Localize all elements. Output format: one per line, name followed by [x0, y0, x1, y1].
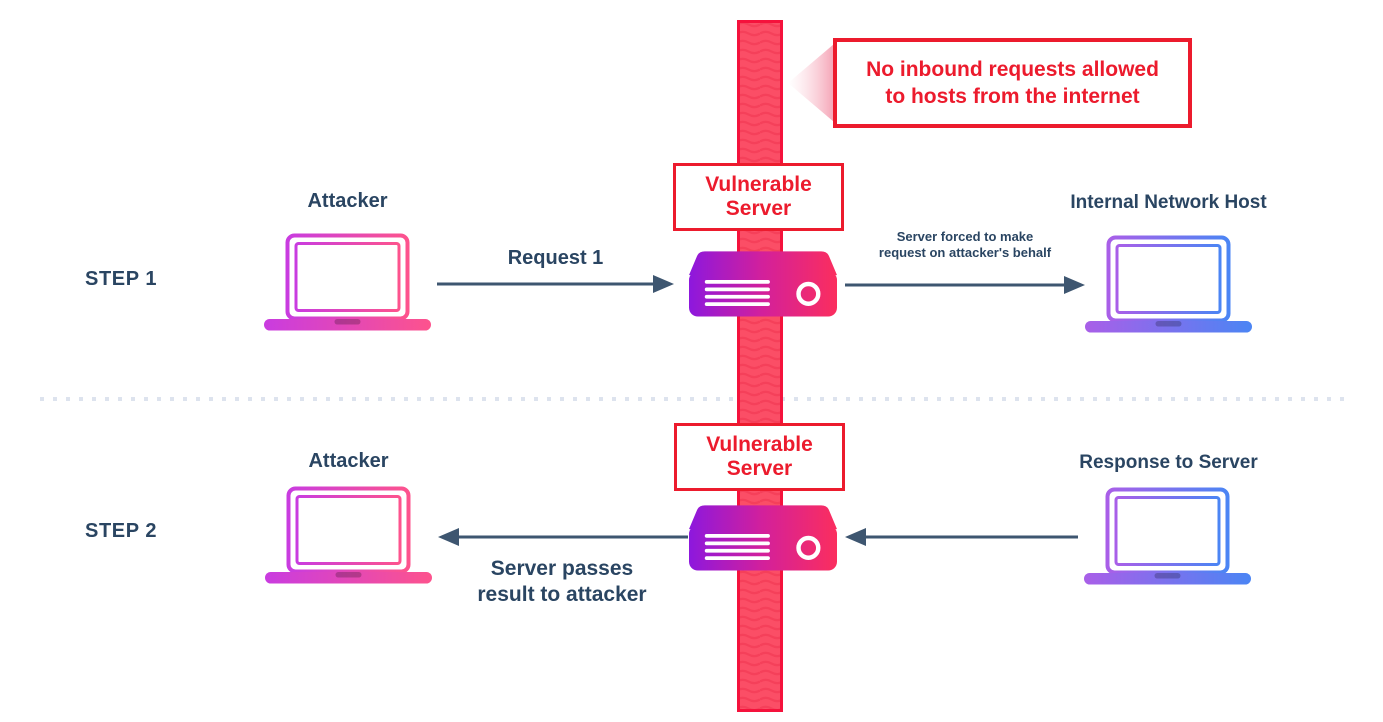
step2-server-label-line2: Server: [726, 457, 793, 480]
step2-attacker-laptop-icon: [265, 486, 432, 584]
callout-line-1: No inbound requests allowed: [866, 57, 1159, 81]
step2-attacker-label: Attacker: [308, 450, 389, 472]
step2-server-label-line1: Vulnerable: [706, 432, 813, 456]
passes-arrow-label-line2: result to attacker: [477, 583, 647, 607]
response-arrow-icon: [845, 528, 1078, 546]
response-laptop-icon: [1084, 487, 1251, 585]
forced-arrow-label: Server forced to make request on attacke…: [843, 229, 1087, 262]
step1-attacker-laptop-icon: [264, 233, 431, 331]
step1-label: STEP 1: [85, 268, 158, 290]
response-host-label: Response to Server: [1079, 452, 1258, 473]
request-arrow-label: Request 1: [507, 247, 604, 269]
step-divider: [40, 397, 1345, 401]
internal-host-laptop-icon: [1085, 235, 1252, 333]
step1-attacker-label: Attacker: [307, 190, 388, 212]
step2-label: STEP 2: [85, 520, 158, 542]
passes-arrow-label: Server passes result to attacker: [437, 556, 687, 609]
step1-vulnerable-server-icon: [689, 251, 837, 317]
request-arrow-icon: [437, 275, 674, 293]
forced-arrow-label-line1: Server forced to make: [896, 229, 1034, 244]
step2-vulnerable-server-label: Vulnerable Server: [674, 423, 845, 491]
step2-vulnerable-server-icon: [689, 505, 837, 571]
forced-request-arrow-icon: [845, 276, 1085, 294]
firewall-barrier-icon: [737, 20, 783, 712]
step1-server-label-line2: Server: [725, 197, 792, 220]
step1-server-label-line1: Vulnerable: [705, 172, 812, 196]
step1-vulnerable-server-label: Vulnerable Server: [673, 163, 844, 231]
passes-arrow-label-line1: Server passes: [490, 557, 634, 580]
passes-result-arrow-icon: [438, 528, 688, 546]
no-inbound-callout: No inbound requests allowed to hosts fro…: [833, 38, 1192, 128]
internal-host-label: Internal Network Host: [1070, 192, 1267, 213]
forced-arrow-label-line2: request on attacker's behalf: [878, 245, 1052, 261]
callout-pointer-icon: [788, 44, 834, 122]
callout-line-2: to hosts from the internet: [885, 85, 1140, 108]
